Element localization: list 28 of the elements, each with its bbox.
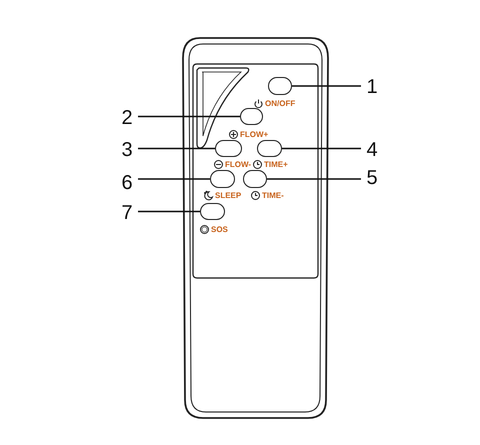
button-label: TIME+ (264, 160, 288, 169)
remote-button (243, 170, 267, 188)
leader-line (138, 116, 240, 118)
remote-button (240, 108, 263, 125)
leader-line (138, 148, 215, 150)
remote-button (257, 140, 282, 157)
callout-number: 3 (120, 140, 134, 160)
callout-number: 1 (365, 77, 379, 97)
button-label: FLOW+ (240, 130, 268, 139)
callout-number: 5 (365, 168, 379, 188)
callout-number: 4 (365, 140, 379, 160)
remote-button (215, 140, 242, 157)
leader-line (138, 210, 200, 212)
leader-line (267, 178, 361, 180)
callout-number: 7 (120, 203, 134, 223)
callout-number: 6 (120, 173, 134, 193)
remote-button (210, 170, 235, 188)
button-label: FLOW- (225, 160, 252, 169)
callout-number: 2 (120, 108, 134, 128)
button-label: SLEEP (215, 191, 242, 200)
leader-line (292, 85, 361, 87)
button-label: ON/OFF (265, 99, 296, 108)
button-label: TIME- (262, 191, 284, 200)
button-label: SOS (211, 225, 228, 234)
remote-button (268, 77, 292, 95)
remote-button (200, 203, 225, 220)
leader-line (138, 178, 210, 180)
leader-line (282, 148, 361, 150)
